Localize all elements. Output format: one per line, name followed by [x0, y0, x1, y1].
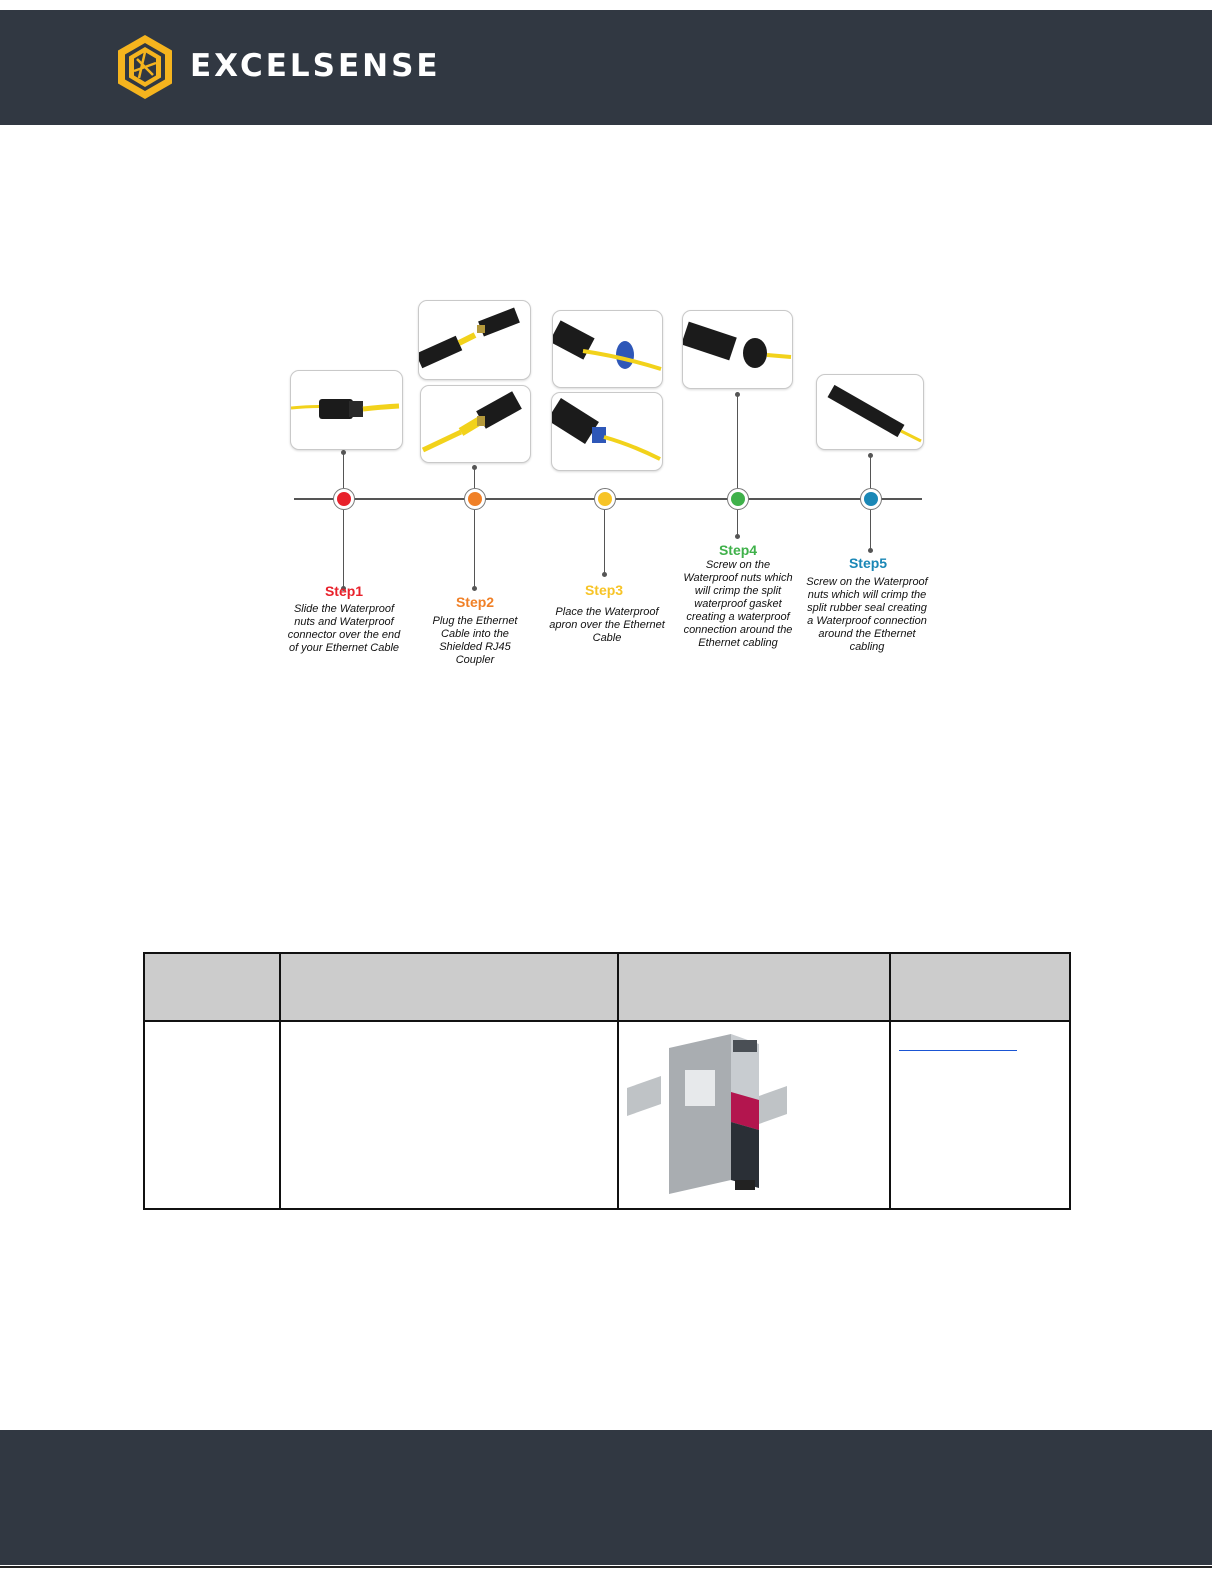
- page-footer: [0, 1430, 1212, 1565]
- step3-dot: [598, 492, 612, 506]
- step1-dot: [337, 492, 351, 506]
- step3-photo-top: [552, 310, 663, 388]
- table-header-cell-1: [143, 952, 281, 1022]
- product-link[interactable]: [899, 1050, 1017, 1051]
- step1-marker: [333, 488, 355, 510]
- footer-rule: [0, 1566, 1212, 1568]
- table-cell-1: [143, 1020, 281, 1210]
- step4-photo: [682, 310, 793, 389]
- excelsense-logo-icon: [118, 35, 172, 99]
- table-header-cell-2: [279, 952, 619, 1022]
- table-header-cell-3: [617, 952, 891, 1022]
- step4-marker: [727, 488, 749, 510]
- step3-title: Step3: [584, 582, 624, 598]
- table-cell-2: [279, 1020, 619, 1210]
- step2-title: Step2: [455, 594, 495, 610]
- brand-name: EXCELSENSE: [190, 48, 441, 84]
- step4-title: Step4: [718, 542, 758, 558]
- step5-title: Step5: [848, 555, 888, 571]
- step4-description: Screw on the Waterproof nuts which will …: [683, 559, 793, 649]
- step1-title: Step1: [324, 583, 364, 599]
- step2-dot: [468, 492, 482, 506]
- step2-marker: [464, 488, 486, 510]
- step5-dot: [864, 492, 878, 506]
- step2-photo-bottom: [420, 385, 531, 463]
- table-cell-4: [889, 1020, 1071, 1210]
- step2-description: Plug the Ethernet Cable into the Shielde…: [432, 615, 518, 666]
- step1-photo: [290, 370, 403, 450]
- table-header-row: [143, 952, 1071, 1022]
- installation-steps-diagram: Step1 Slide the Waterproof nuts and Wate…: [280, 295, 940, 680]
- step1-description: Slide the Waterproof nuts and Waterproof…: [287, 603, 401, 654]
- step3-photo-bottom: [551, 392, 663, 471]
- step5-marker: [860, 488, 882, 510]
- din-rail-power-supply-image: [627, 1034, 787, 1194]
- table-cell-3: [617, 1020, 891, 1210]
- step3-description: Place the Waterproof apron over the Ethe…: [549, 606, 665, 644]
- step5-description: Screw on the Waterproof nuts which will …: [806, 576, 928, 653]
- page-header: EXCELSENSE: [0, 10, 1212, 125]
- step5-photo: [816, 374, 924, 450]
- step3-marker: [594, 488, 616, 510]
- step4-dot: [731, 492, 745, 506]
- step2-photo-top: [418, 300, 531, 380]
- table-row: [143, 1020, 1071, 1210]
- parts-table: [143, 952, 1071, 1210]
- table-header-cell-4: [889, 952, 1071, 1022]
